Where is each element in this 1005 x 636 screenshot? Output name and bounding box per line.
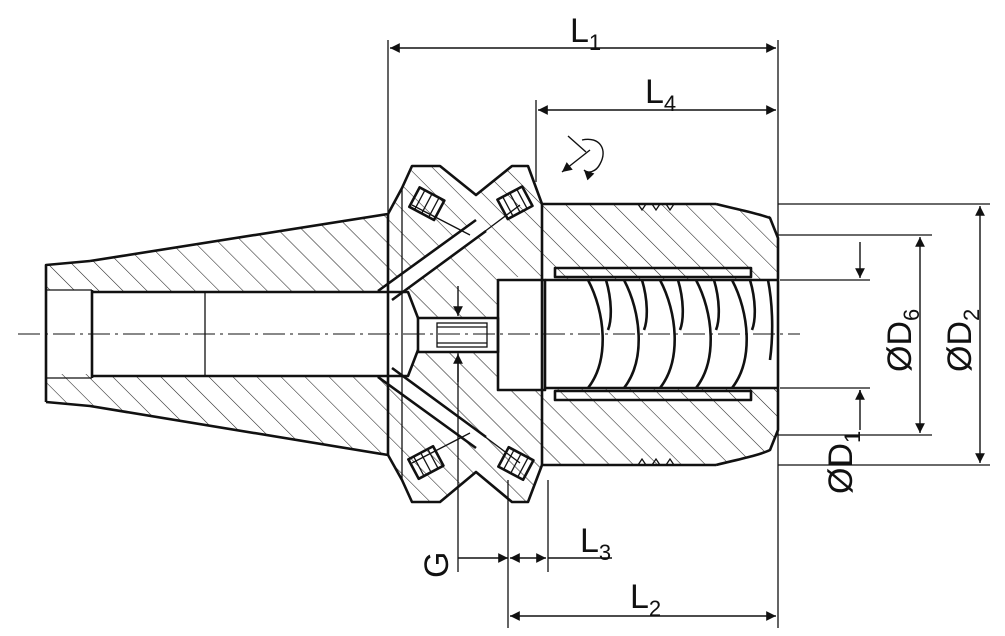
rotation-symbol — [561, 135, 604, 181]
label-d6: ØD6 — [881, 309, 924, 372]
labels: L1 L4 L3 L2 G ØD6 ØD2 ØD1 — [418, 12, 984, 621]
label-d1: ØD1 — [822, 431, 865, 494]
label-l2: L2 — [630, 578, 661, 621]
outline — [44, 164, 780, 504]
label-l3: L3 — [580, 522, 611, 565]
label-l4: L4 — [645, 73, 676, 116]
label-l1: L1 — [570, 12, 601, 55]
label-d2: ØD2 — [941, 309, 984, 372]
label-g: G — [418, 552, 456, 578]
dimensions — [387, 40, 990, 628]
